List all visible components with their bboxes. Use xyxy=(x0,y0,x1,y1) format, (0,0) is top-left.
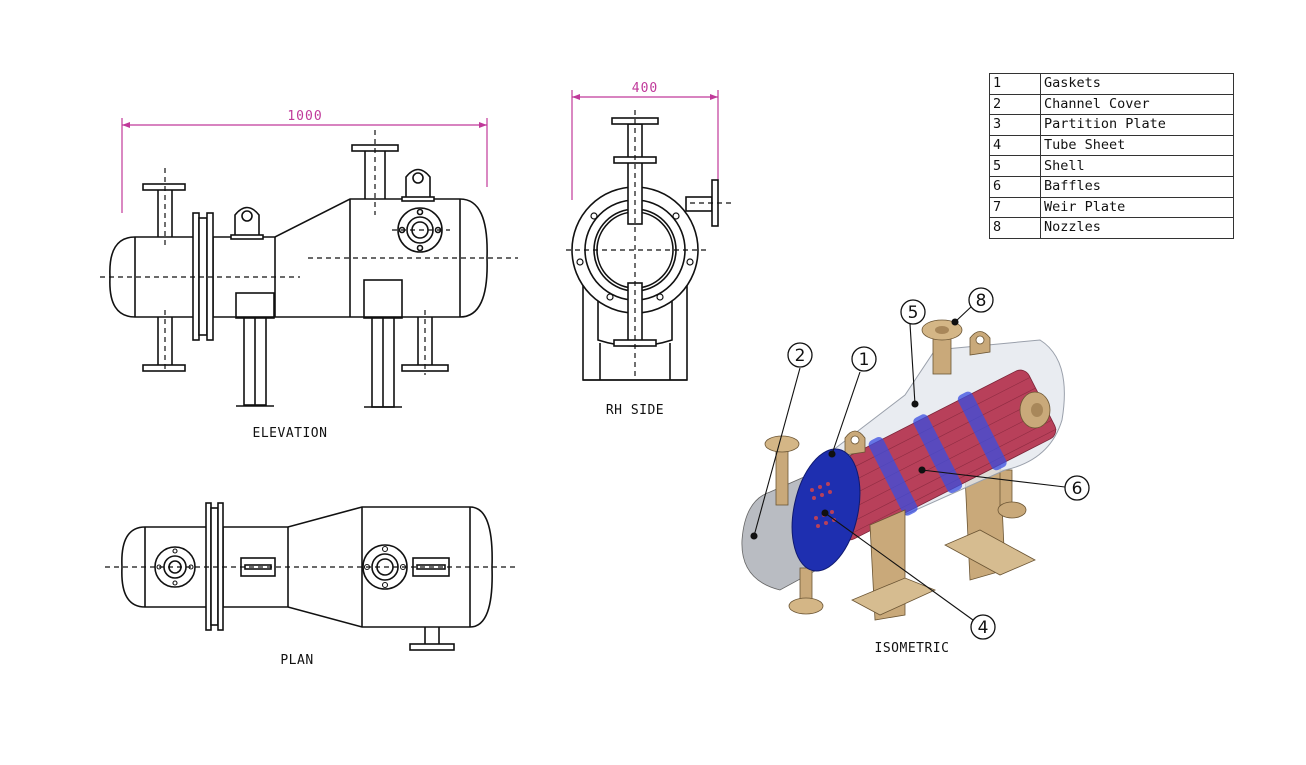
balloon-2: 2 xyxy=(787,342,813,368)
balloon-5: 5 xyxy=(900,299,926,325)
dimension-text: 1000 xyxy=(287,109,322,124)
svg-text:5: 5 xyxy=(908,303,919,323)
svg-text:1: 1 xyxy=(859,350,870,370)
dimension-400: 400 xyxy=(571,81,719,200)
elevation-view: 1000 xyxy=(100,109,518,441)
dimension-text: 400 xyxy=(632,81,658,96)
balloon-6: 6 xyxy=(1064,475,1090,501)
svg-text:2: 2 xyxy=(795,346,806,366)
elevation-label: ELEVATION xyxy=(253,426,328,441)
svg-text:4: 4 xyxy=(978,618,989,638)
balloon-8: 8 xyxy=(968,287,994,313)
rh-side-view: 400 RH SIDE xyxy=(566,81,735,418)
plan-view: PLAN xyxy=(105,502,518,668)
isometric-label: ISOMETRIC xyxy=(875,641,950,656)
rh-side-label: RH SIDE xyxy=(606,403,664,418)
dimension-1000: 1000 xyxy=(121,109,488,213)
balloon-4: 4 xyxy=(970,614,996,640)
isometric-view: 2 1 5 8 6 4 ISOMETRIC xyxy=(741,287,1090,656)
balloon-1: 1 xyxy=(851,346,877,372)
plan-label: PLAN xyxy=(280,653,313,668)
svg-text:6: 6 xyxy=(1072,479,1083,499)
svg-text:8: 8 xyxy=(976,291,987,311)
